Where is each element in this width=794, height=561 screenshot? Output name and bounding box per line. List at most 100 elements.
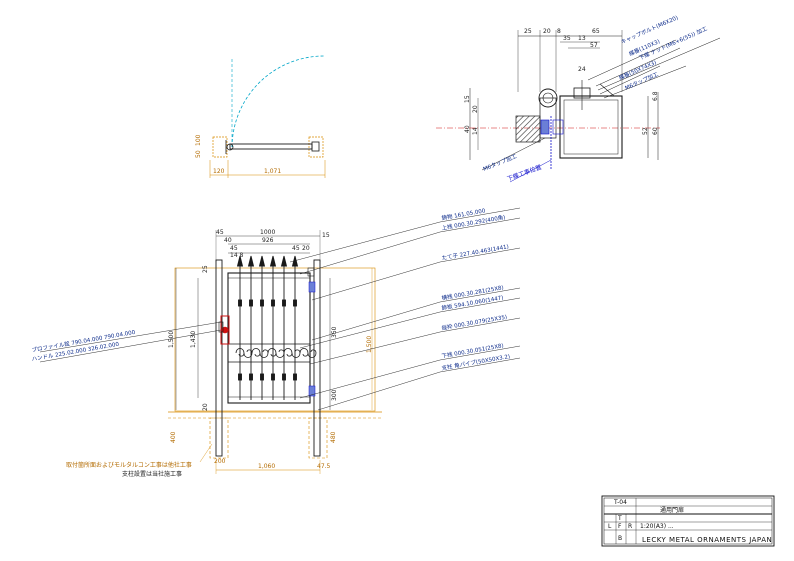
callout-underline xyxy=(439,217,521,233)
post-left-elev xyxy=(215,259,223,457)
callout-leader xyxy=(299,231,441,275)
spear-tip-icon xyxy=(236,255,244,267)
hinge-dim-4: 35 xyxy=(563,35,571,42)
swing-arc xyxy=(231,55,325,148)
square-pipe xyxy=(559,95,623,159)
hinge-dim-0: 25 xyxy=(524,28,532,35)
elev-dim-top-left: 45 xyxy=(230,245,238,252)
elev-left-bottom: 20 xyxy=(202,403,209,411)
picket-collar xyxy=(260,299,264,307)
callout-underline xyxy=(439,345,521,361)
foundation-left xyxy=(209,417,229,459)
tb-title: 通用門扉 xyxy=(660,506,684,514)
picket-collar xyxy=(293,373,297,381)
hinge-dim-1: 20 xyxy=(543,28,551,35)
right-callout: たて子 227.40.463(1441) xyxy=(441,243,509,262)
hinge-left-dim-2: 40 xyxy=(464,125,471,133)
callout-underline xyxy=(439,247,521,263)
post-right xyxy=(308,136,324,158)
elev-dim-top-right: 45 xyxy=(292,245,300,252)
hinge-blue-label: 下蝶工事位置 xyxy=(506,163,543,183)
elev-dim-inner: 926 xyxy=(262,237,274,244)
elev-dim-overall: 1000 xyxy=(260,229,275,236)
hinge-bottom-icon xyxy=(308,385,316,397)
tb-letter-l: L xyxy=(608,523,612,530)
callout-leader xyxy=(299,311,441,349)
scroll-curl xyxy=(283,348,301,358)
plan-small-b: 50 xyxy=(195,150,202,158)
scroll-ornament xyxy=(235,348,317,358)
scroll-curl xyxy=(235,348,253,358)
callout-leader xyxy=(299,359,441,399)
elev-dim-right-post: 15 xyxy=(322,232,330,239)
post-left xyxy=(212,136,228,158)
hinge-dim-2: 8 xyxy=(557,28,561,35)
hinge-plate xyxy=(540,119,550,135)
plan-dim-width: 1,071 xyxy=(264,168,281,175)
lock-plan xyxy=(311,141,320,152)
note-0: 取付箇所面およびモルタルコン工事は他社工事 xyxy=(66,461,192,469)
callout-leader xyxy=(311,301,441,341)
callout-leader xyxy=(309,331,441,365)
plan-view: 120 1,071 100 50 xyxy=(195,55,326,178)
pickets xyxy=(236,255,299,400)
picket-collar xyxy=(271,373,275,381)
gate-leaf-plan xyxy=(229,143,313,150)
scroll-curl xyxy=(299,348,317,358)
callout-leader xyxy=(317,371,441,411)
elev-bottom-post-left: 200 xyxy=(214,458,226,465)
hinge-plan xyxy=(226,143,234,151)
elev-bottom-width: 1,060 xyxy=(258,463,275,470)
title-block: T-04 通用門扉 1:20(A3) ... L F R B T LECKY M… xyxy=(601,495,775,547)
spear-tip-icon xyxy=(258,255,266,267)
note-1: 支柱設置は当社施工事 xyxy=(122,470,182,478)
callout-underline xyxy=(439,317,521,333)
callout-underline xyxy=(439,287,521,303)
hinge-barrel-icon xyxy=(538,88,558,108)
elev-right-b: 1,500 xyxy=(366,336,373,353)
tb-letter-f: F xyxy=(618,523,622,530)
hinge-left-dim-1: 20 xyxy=(472,105,479,113)
hinge-right-dim-2: 6.8 xyxy=(652,91,659,101)
scroll-curl xyxy=(267,348,285,358)
elev-ground-right: 480 xyxy=(330,431,337,443)
hinge-detail: 25 20 8 65 35 13 57 24 15 20 40 14 xyxy=(436,13,721,183)
callout-leader xyxy=(311,261,441,301)
hinge-lower-leader: M6タップ加工 xyxy=(482,152,519,173)
picket-collar xyxy=(282,373,286,381)
tb-company: LECKY METAL ORNAMENTS JAPAN xyxy=(642,536,772,544)
picket-collar xyxy=(238,373,242,381)
picket-collar xyxy=(249,373,253,381)
hinge-dim-6: 57 xyxy=(590,42,598,49)
tb-scale: 1:20(A3) ... xyxy=(640,523,674,530)
gate-outline xyxy=(174,267,376,412)
hinge-left-dim-0: 15 xyxy=(464,95,471,103)
hinge-dim-3: 65 xyxy=(592,28,600,35)
spear-tip-icon xyxy=(280,255,288,267)
hinge-right-dim-0: 52 xyxy=(642,127,649,135)
hinge-leaders xyxy=(587,37,721,99)
elev-right-a: 350 xyxy=(331,326,338,338)
picket-collar xyxy=(249,299,253,307)
foundation-right xyxy=(308,417,328,459)
hinge-left-dim-3: 14 xyxy=(472,127,479,135)
picket-collar xyxy=(238,299,242,307)
plan-dim-left: 120 xyxy=(213,168,225,175)
elev-left-top: 25 xyxy=(202,265,209,273)
tb-letter-b: B xyxy=(618,535,622,542)
handle-icon xyxy=(221,326,229,334)
hinge-leader-0: キャップボルト(M6X20) xyxy=(620,13,680,45)
picket-collar xyxy=(260,373,264,381)
scroll-curl xyxy=(251,348,269,358)
tb-letter-r: R xyxy=(628,523,632,530)
hinge-top-icon xyxy=(308,281,316,293)
tb-drawing-no: T-04 xyxy=(613,499,627,506)
elev-bottom-post-right: 47.5 xyxy=(317,463,331,470)
elev-dim-pitch: 14 8 xyxy=(230,252,244,259)
elev-right-c: 300 xyxy=(331,389,338,401)
hinge-right-dim-1: 60 xyxy=(652,127,659,135)
callout-leader xyxy=(289,221,441,263)
picket-collar xyxy=(271,299,275,307)
elev-ground-left: 400 xyxy=(170,431,177,443)
